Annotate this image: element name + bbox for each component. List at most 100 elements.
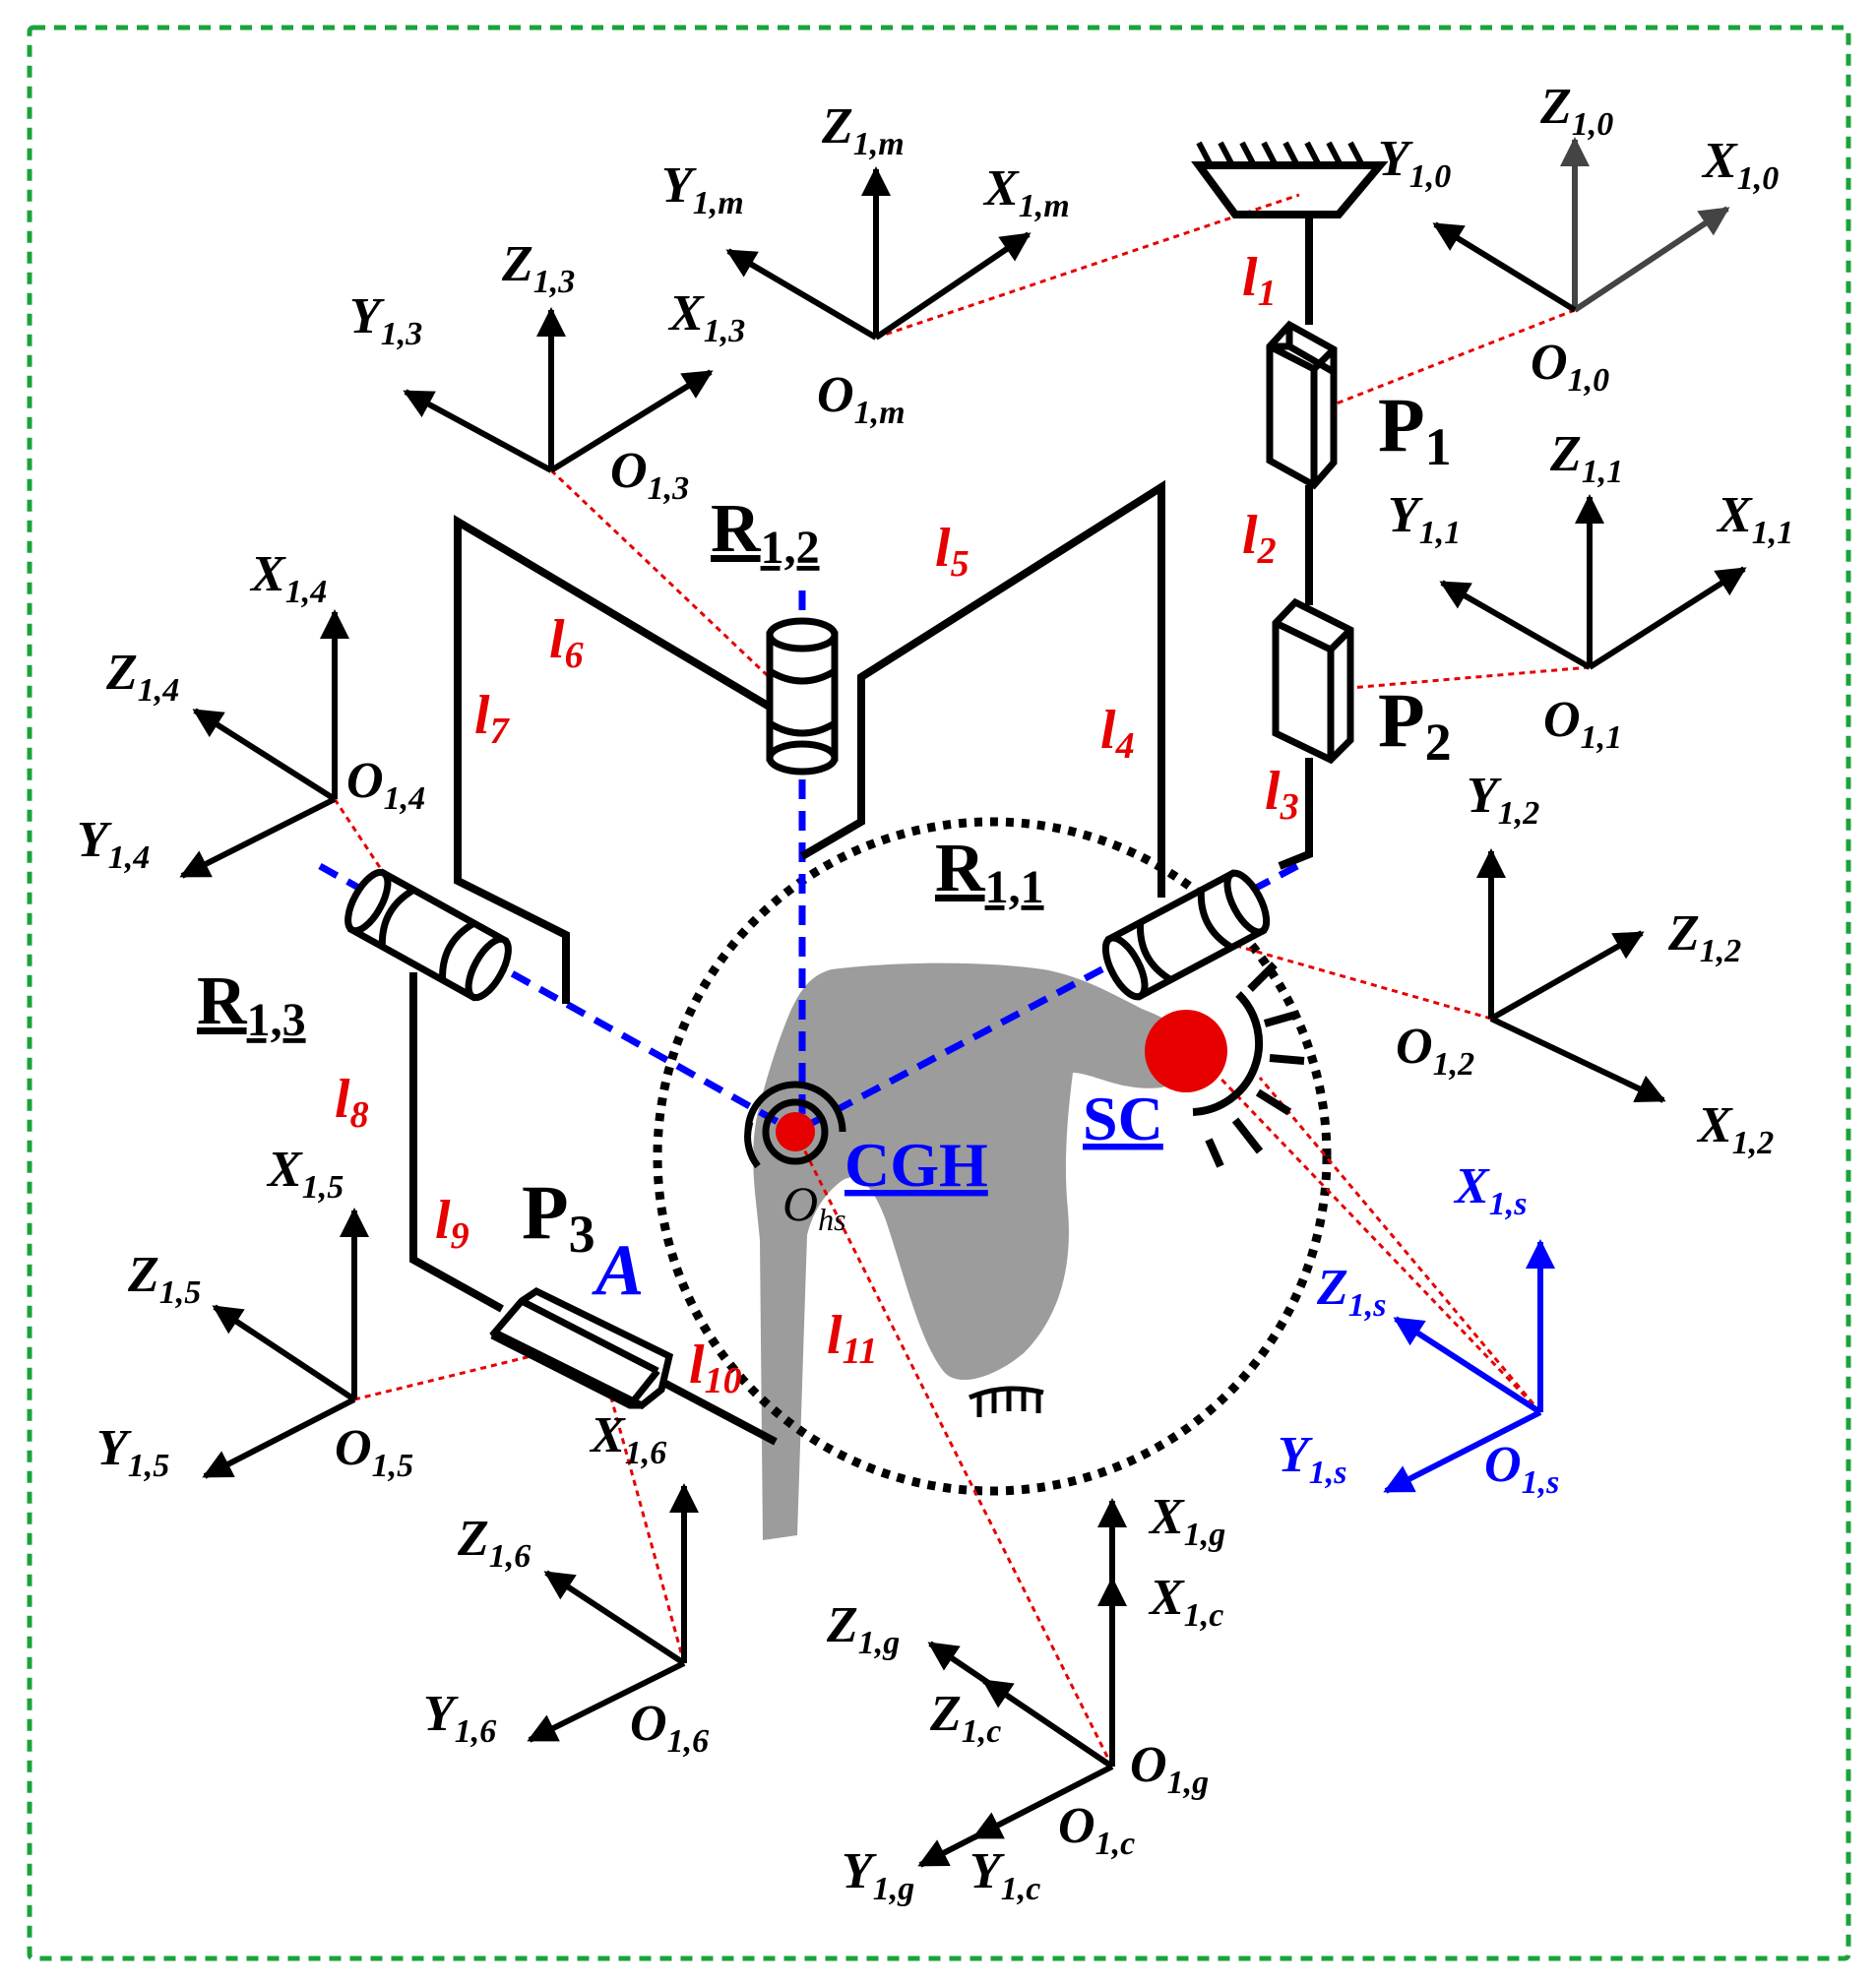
connector-o11-p2 <box>1338 665 1591 691</box>
prismatic-p1-shape <box>1266 320 1338 490</box>
label-x14: X1,4 <box>249 546 327 610</box>
prismatic-p3-shape <box>489 1286 674 1410</box>
frame-o1g-axes <box>917 1498 1127 1868</box>
label-z16: Z1,6 <box>457 1511 531 1575</box>
frame-o1s-axes <box>1383 1239 1555 1494</box>
frame-o12-axes <box>1476 848 1666 1103</box>
label-l10: l10 <box>689 1335 742 1401</box>
label-y14: Y1,4 <box>77 812 150 876</box>
label-x11: X1,1 <box>1716 487 1793 551</box>
label-ohs: Ohs <box>782 1176 846 1237</box>
link-l10 <box>653 1374 778 1446</box>
label-x12: X1,2 <box>1696 1097 1774 1161</box>
label-z15: Z1,5 <box>127 1247 201 1311</box>
axis-r13 <box>318 862 797 1136</box>
mechanism-links <box>409 141 1389 1446</box>
label-r12: R1,2 <box>711 491 820 574</box>
label-x15: X1,5 <box>266 1142 344 1206</box>
label-l6: l6 <box>549 609 584 676</box>
label-z13: Z1,3 <box>501 236 575 300</box>
link-l3 <box>1278 758 1313 870</box>
label-p1: P1 <box>1378 382 1452 476</box>
label-l11: l11 <box>827 1305 877 1372</box>
label-o10: O1,0 <box>1531 335 1609 399</box>
label-o15: O1,5 <box>335 1420 413 1484</box>
label-o12: O1,2 <box>1396 1019 1474 1083</box>
link-l6-l7 <box>454 514 776 1004</box>
label-l7: l7 <box>474 685 511 752</box>
frame-axes <box>179 137 1747 1868</box>
connector-o1m-base <box>875 193 1300 340</box>
label-z1s: Z1,s <box>1316 1260 1387 1324</box>
label-l2: l2 <box>1242 505 1277 572</box>
label-y16: Y1,6 <box>423 1686 496 1750</box>
label-y10: Y1,0 <box>1378 131 1451 195</box>
label-l5: l5 <box>935 518 969 585</box>
label-o1m: O1,m <box>817 367 906 431</box>
frame-o15-axes <box>202 1208 369 1479</box>
label-y13: Y1,3 <box>349 288 422 352</box>
label-z11: Z1,1 <box>1549 426 1623 490</box>
revolute-r12-shape <box>766 617 839 776</box>
label-x1g: X1,g <box>1148 1489 1225 1553</box>
label-x10: X1,0 <box>1701 133 1779 197</box>
label-y1s: Y1,s <box>1278 1427 1347 1491</box>
sc-joint-point <box>1145 1010 1227 1092</box>
label-o1g: O1,g <box>1130 1737 1209 1801</box>
label-z14: Z1,4 <box>105 645 179 709</box>
prismatic-p2-shape <box>1272 597 1354 765</box>
label-l1: l1 <box>1242 247 1277 314</box>
label-o1c: O1,c <box>1058 1798 1135 1862</box>
label-o14: O1,4 <box>346 753 425 817</box>
sc-joint-symbol <box>1192 962 1305 1168</box>
label-o16: O1,6 <box>630 1696 709 1760</box>
revolute-r11-shape <box>1101 869 1271 1001</box>
label-r11: R1,1 <box>935 831 1044 913</box>
link-l8-l9 <box>409 972 504 1313</box>
connector-lines <box>333 193 1591 1768</box>
ground-hatching <box>1196 141 1365 167</box>
label-x13: X1,3 <box>667 285 745 349</box>
label-p3: P3 <box>522 1169 595 1264</box>
label-y1c: Y1,c <box>969 1843 1040 1907</box>
label-x1m: X1,m <box>982 160 1070 224</box>
frame-o11-axes <box>1439 494 1747 670</box>
connector-o13-r12 <box>549 468 804 711</box>
connector-o16-p3 <box>594 1339 686 1664</box>
label-o11: O1,1 <box>1543 692 1622 756</box>
acromion-symbol <box>969 1386 1044 1417</box>
label-a: A <box>592 1230 644 1311</box>
link-l4-l5 <box>799 479 1165 898</box>
label-p2: P2 <box>1378 677 1452 772</box>
label-l3: l3 <box>1265 761 1299 828</box>
ground-base <box>1191 161 1389 218</box>
label-r13: R1,3 <box>197 963 306 1046</box>
label-x1s: X1,s <box>1453 1158 1527 1222</box>
label-y12: Y1,2 <box>1467 768 1539 832</box>
diagram-border <box>27 25 1851 1961</box>
frame-o16-axes <box>527 1483 699 1743</box>
label-z10: Z1,0 <box>1539 79 1613 143</box>
shoulder-silhouette <box>753 962 1197 1540</box>
label-z1c: Z1,c <box>929 1686 1001 1750</box>
joint-circle <box>653 817 1332 1496</box>
label-y1g: Y1,g <box>842 1843 914 1907</box>
label-o13: O1,3 <box>610 443 689 507</box>
connector-o10-p1 <box>1323 308 1576 410</box>
frame-o10-axes <box>1432 137 1730 313</box>
label-o1s: O1,s <box>1484 1437 1559 1501</box>
cgh-joint-point <box>776 1112 815 1151</box>
label-cgh: CGH <box>844 1130 988 1200</box>
connector-o1s-sc-2 <box>1258 1077 1542 1413</box>
label-l4: l4 <box>1100 700 1135 767</box>
cgh-joint-symbol <box>744 1081 846 1169</box>
label-y11: Y1,1 <box>1388 487 1461 551</box>
label-y15: Y1,5 <box>96 1420 169 1484</box>
label-l8: l8 <box>335 1069 369 1136</box>
label-x16: X1,6 <box>589 1407 666 1471</box>
frame-o13-axes <box>403 307 714 473</box>
label-z12: Z1,2 <box>1667 905 1741 969</box>
label-z1g: Z1,g <box>826 1597 900 1661</box>
frame-o1m-axes <box>725 166 1032 341</box>
